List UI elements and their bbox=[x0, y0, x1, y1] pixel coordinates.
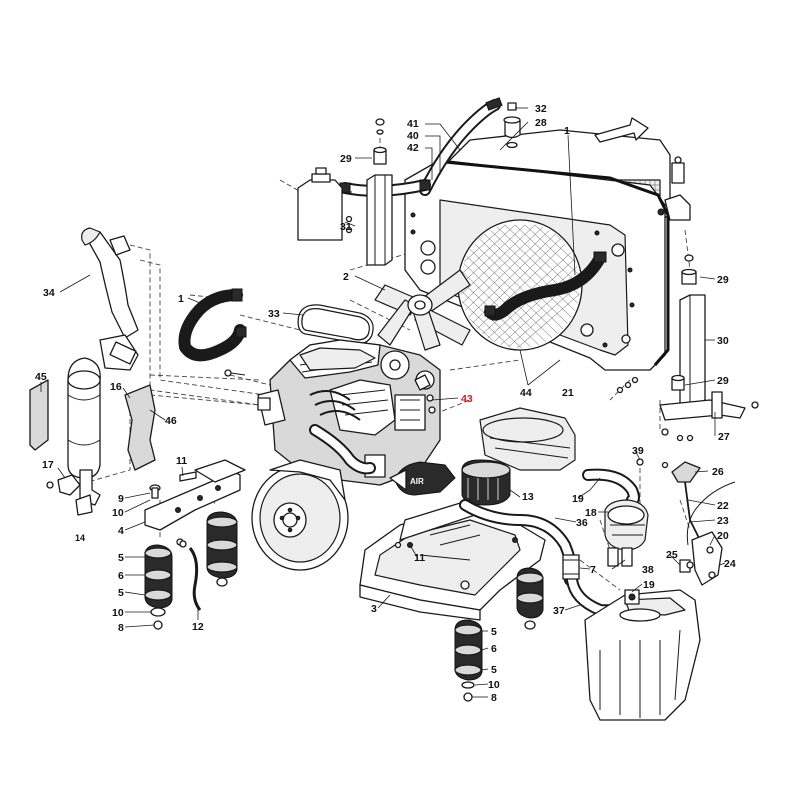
callout-20: 20 bbox=[717, 530, 729, 542]
fuel-return-hose-39 bbox=[582, 458, 644, 506]
engine-block bbox=[257, 339, 441, 486]
misc-bolts bbox=[179, 369, 694, 569]
mount-rubber-right-lower bbox=[454, 619, 483, 702]
callout-18: 18 bbox=[585, 507, 597, 519]
callout-44: 44 bbox=[520, 387, 532, 399]
callout-labels: 32 28 41 40 42 1 29 31 34 2 1 33 29 30 2… bbox=[35, 103, 736, 704]
mount-plate-27 bbox=[659, 391, 759, 442]
callout-46: 46 bbox=[165, 415, 177, 427]
callout-7: 7 bbox=[590, 564, 596, 576]
callout-21: 21 bbox=[562, 387, 574, 399]
callout-29-right-lower: 29 bbox=[717, 375, 729, 387]
callout-6-b: 6 bbox=[491, 643, 497, 655]
callout-34: 34 bbox=[43, 287, 55, 299]
callout-19-upper: 19 bbox=[572, 493, 584, 505]
callout-2: 2 bbox=[343, 271, 349, 283]
strap-12 bbox=[176, 538, 202, 611]
heat-shield-46 bbox=[124, 384, 156, 471]
air-intake-duct: AIR bbox=[389, 461, 456, 496]
callout-13: 13 bbox=[522, 491, 534, 503]
callout-12: 12 bbox=[192, 621, 204, 633]
fuel-tank bbox=[584, 589, 701, 721]
fuel-pickup-19 bbox=[624, 589, 640, 605]
callout-33: 33 bbox=[268, 308, 280, 320]
callout-45: 45 bbox=[35, 371, 47, 383]
callout-1-left: 1 bbox=[178, 293, 184, 305]
callout-24: 24 bbox=[724, 558, 736, 570]
mount-rubber-left bbox=[144, 544, 173, 630]
callout-29-right-upper: 29 bbox=[717, 274, 729, 286]
callout-39: 39 bbox=[632, 445, 644, 457]
bolt-9 bbox=[149, 484, 161, 499]
callout-10-lower: 10 bbox=[112, 607, 124, 619]
callout-9: 9 bbox=[118, 493, 124, 505]
oil-filter-13 bbox=[461, 459, 511, 506]
callout-11-left: 11 bbox=[176, 455, 187, 467]
expansion-tank-31 bbox=[297, 167, 353, 241]
callout-6-a: 6 bbox=[118, 570, 124, 582]
upper-hose-41 bbox=[419, 97, 503, 196]
callout-29-upper: 29 bbox=[340, 153, 352, 165]
callout-14: 14 bbox=[75, 533, 85, 543]
screw-11-left bbox=[179, 471, 197, 482]
callout-8-left: 8 bbox=[118, 622, 124, 634]
callout-17: 17 bbox=[42, 459, 54, 471]
callout-5-b: 5 bbox=[118, 587, 124, 599]
callout-30: 30 bbox=[717, 335, 729, 347]
callout-5-c: 5 bbox=[491, 626, 497, 638]
frame-screws bbox=[410, 212, 635, 348]
callout-28: 28 bbox=[535, 117, 547, 129]
air-filter-housing bbox=[479, 407, 576, 471]
support-bracket-29-upper bbox=[366, 118, 393, 266]
mount-bracket-4 bbox=[144, 459, 246, 531]
filler-cap-32 bbox=[503, 102, 521, 149]
clamp-17 bbox=[46, 474, 93, 516]
callout-38: 38 bbox=[642, 564, 654, 576]
radiator-hose-1 bbox=[484, 251, 607, 321]
callout-19-lower: 19 bbox=[643, 579, 655, 591]
drive-belt-33 bbox=[297, 304, 374, 345]
flywheel bbox=[251, 459, 349, 571]
callout-11-center: 11 bbox=[414, 552, 425, 564]
callout-42: 42 bbox=[407, 142, 419, 154]
callout-23: 23 bbox=[717, 515, 729, 527]
callout-4: 4 bbox=[118, 525, 124, 537]
radiator-assembly bbox=[404, 129, 671, 371]
upper-mount-right bbox=[657, 156, 691, 221]
exhaust-pipe-34 bbox=[81, 227, 139, 371]
callout-3: 3 bbox=[371, 603, 377, 615]
callout-37: 37 bbox=[553, 605, 565, 617]
callout-1-upper: 1 bbox=[564, 125, 570, 137]
callout-5-a: 5 bbox=[118, 552, 124, 564]
callout-36: 36 bbox=[576, 517, 588, 529]
callout-40: 40 bbox=[407, 130, 419, 142]
muffler-45 bbox=[29, 357, 101, 506]
callout-27: 27 bbox=[718, 431, 730, 443]
callout-25: 25 bbox=[666, 549, 678, 561]
callout-43-highlighted: 43 bbox=[461, 393, 473, 405]
cooling-fan-2 bbox=[374, 269, 471, 351]
callout-10-upper: 10 bbox=[112, 507, 124, 519]
lower-hose-1 bbox=[178, 288, 247, 362]
callout-31: 31 bbox=[340, 221, 352, 233]
throttle-cable-22 bbox=[684, 481, 736, 546]
fuel-pump-18 bbox=[604, 499, 649, 567]
mount-rubber-right-upper bbox=[516, 567, 544, 630]
callout-8-right: 8 bbox=[491, 692, 497, 704]
throttle-lever-20 bbox=[679, 531, 723, 586]
engine-subframe-3 bbox=[359, 499, 546, 621]
callout-16: 16 bbox=[110, 381, 122, 393]
callout-41: 41 bbox=[407, 118, 419, 130]
callout-32: 32 bbox=[535, 103, 547, 115]
callout-10-right: 10 bbox=[488, 679, 500, 691]
throttle-knob-26 bbox=[671, 461, 701, 483]
callout-5-d: 5 bbox=[491, 664, 497, 676]
callout-26: 26 bbox=[712, 466, 724, 478]
airflow-arrow-icon bbox=[594, 117, 649, 143]
callout-leader-lines bbox=[40, 107, 726, 698]
callout-22: 22 bbox=[717, 500, 729, 512]
air-label: AIR bbox=[410, 477, 424, 486]
mount-rubber-center-left bbox=[206, 511, 238, 587]
